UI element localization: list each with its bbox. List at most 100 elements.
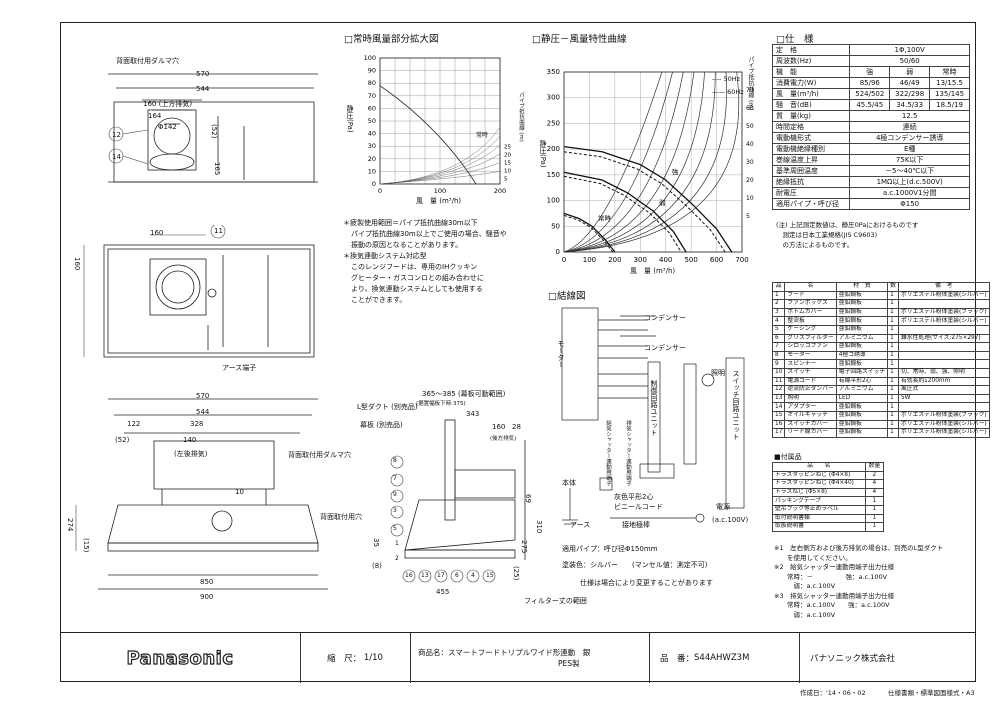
note-line: 振動の原因となることがあります。 xyxy=(351,241,463,249)
parts-cell: 1 xyxy=(887,402,899,412)
wiring-body: 本体 xyxy=(562,479,576,487)
parts-cell: 1 xyxy=(887,316,899,326)
dim-top-164: 164 xyxy=(148,112,162,120)
footnote-line: 常時：－ 強：a.c.100V xyxy=(774,572,888,581)
parts-cell: 12 xyxy=(771,385,786,395)
panasonic-logo: Panasonic xyxy=(126,647,234,669)
small-chart-ylabel: 静圧(Pa) xyxy=(346,105,354,133)
parts-cell: グリスフィルター xyxy=(784,333,837,344)
parts-header-cell: 材 質 xyxy=(835,282,889,292)
main-chart-xlabel: 風 量 (m³/h) xyxy=(630,267,676,275)
dim-side-25: (25) xyxy=(512,566,520,581)
dim-front-122: 122 xyxy=(127,420,141,428)
spec-value: 常時 xyxy=(929,66,970,78)
main-xtick: 500 xyxy=(684,256,697,264)
section-partial-view: □常時風量部分拡大図 xyxy=(344,34,439,45)
footnote-line: 常時：a.c.100V 強：a.c.100V xyxy=(774,601,890,609)
parts-cell: 1 xyxy=(887,410,899,421)
callout-6: 6 xyxy=(455,572,459,579)
note-line: グヒーター・ガスコンロとの組み合わせに xyxy=(351,274,484,282)
legend-50hz: ---- 50Hz xyxy=(712,75,741,83)
dim-front-328: 328 xyxy=(190,420,204,428)
small-xtick: 100 xyxy=(434,187,446,195)
main-ytick: 200 xyxy=(547,145,560,153)
parts-cell: 1 xyxy=(771,290,786,301)
brand-cell: Panasonic xyxy=(60,633,301,683)
label-makuita: 幕板 (別売品) xyxy=(360,421,403,429)
footnote-line: 弱：a.c.100V xyxy=(774,582,836,590)
small-xtick: 0 xyxy=(378,187,382,195)
small-ytick: 60 xyxy=(368,104,376,112)
wiring-motor: モーター xyxy=(557,340,565,368)
spec-row: 機 能強弱常時 xyxy=(771,66,970,78)
wiring-diagram xyxy=(561,307,745,525)
footer-form: 仕様書類・標準図面様式・A3 xyxy=(888,689,975,697)
parts-cell: 逆流防止ダンパー xyxy=(784,385,837,395)
acc-cell: 1 xyxy=(864,513,885,524)
main-series-label: 強 xyxy=(672,168,679,176)
footnote-line: ※2 給気シャッター連動用端子出力仕様 xyxy=(774,563,895,571)
parts-cell: アルミニウム xyxy=(835,333,889,344)
main-ytick: 350 xyxy=(547,68,560,76)
parts-header-cell: 備 考 xyxy=(897,282,990,292)
callout-8: 8 xyxy=(393,457,397,464)
spec-label: 巻線温度上昇 xyxy=(771,154,851,166)
spec-label: 消費電力(W) xyxy=(771,77,851,89)
plan-view-drawing xyxy=(83,225,315,358)
spec-value: 46/49 xyxy=(889,77,931,89)
spec-value: 1MΩ以上(d.c.500V) xyxy=(849,176,970,188)
dim-top-570: 570 xyxy=(196,70,210,78)
model-number: S44AHWZ3M xyxy=(694,653,750,663)
wiring-capacitor-2: コンデンサー xyxy=(644,344,686,352)
parts-cell: 難水性処理(サイズ:275×297) xyxy=(897,333,990,344)
spec-label: 定 格 xyxy=(771,44,851,56)
parts-cell: 11 xyxy=(771,376,786,387)
small-ytick: 10 xyxy=(368,167,376,175)
dim-side-35: 35 xyxy=(372,538,380,547)
parts-cell: 1 xyxy=(887,350,899,361)
main-ytick: 0 xyxy=(556,248,560,256)
accessories-title: ■付属品 xyxy=(774,453,802,461)
main-series-50hz-常時 xyxy=(563,214,614,253)
parts-cell: スピンナー xyxy=(784,359,837,369)
parts-cell: スイッチカバー xyxy=(784,419,837,430)
dim-front-52: (52) xyxy=(115,436,130,444)
dim-side-8: (8) xyxy=(372,562,382,570)
main-chart-y2label: パイプ抵抗曲線 (m) xyxy=(747,56,754,111)
main-pipe-curve xyxy=(563,71,673,253)
small-ytick: 90 xyxy=(368,67,376,75)
parts-cell: ポリエステル粉体塗装(シルバー) xyxy=(897,419,990,430)
scale-label: 縮 尺： xyxy=(327,654,362,664)
dim-side-343: 343 xyxy=(466,410,480,418)
acc-cell: 1 xyxy=(864,496,885,506)
callout-7: 7 xyxy=(393,475,397,482)
dim-front-900: 900 xyxy=(200,593,214,601)
spec-note: (注) 上記測定数値は、静圧0Paにおけるものです 測定は日本工業規格(JIS … xyxy=(776,220,918,250)
parts-cell: 1 xyxy=(887,359,899,369)
parts-cell: 2 xyxy=(771,299,786,309)
spec-row: 時間定格連続 xyxy=(771,121,970,133)
main-ytick: 150 xyxy=(547,171,560,179)
parts-cell: ポリエステル粉体塗装(ブラック) xyxy=(897,410,990,421)
acc-cell: 2 xyxy=(864,470,885,481)
spec-value: 50/60 xyxy=(849,55,970,67)
spec-label: 時間定格 xyxy=(771,121,851,133)
product-cell: 商品名：スマートフードトリプルワイド形連動 銀 PES製 xyxy=(410,633,650,683)
dim-top-52: (52) xyxy=(210,124,218,139)
footnote-line: ※3 排気シャッター連動用端子出力仕様 xyxy=(774,591,895,600)
parts-cell: ポリエステル粉体塗装(シルバー) xyxy=(897,316,990,326)
parts-header-cell: 品 xyxy=(771,282,786,292)
legend-60hz-label: 60Hz xyxy=(727,88,744,96)
small-chart-xlabel: 風 量 (m³/h) xyxy=(416,197,462,205)
main-pipe-curve xyxy=(563,71,740,253)
change-note: 仕様は場合により変更することがあります xyxy=(580,579,713,587)
